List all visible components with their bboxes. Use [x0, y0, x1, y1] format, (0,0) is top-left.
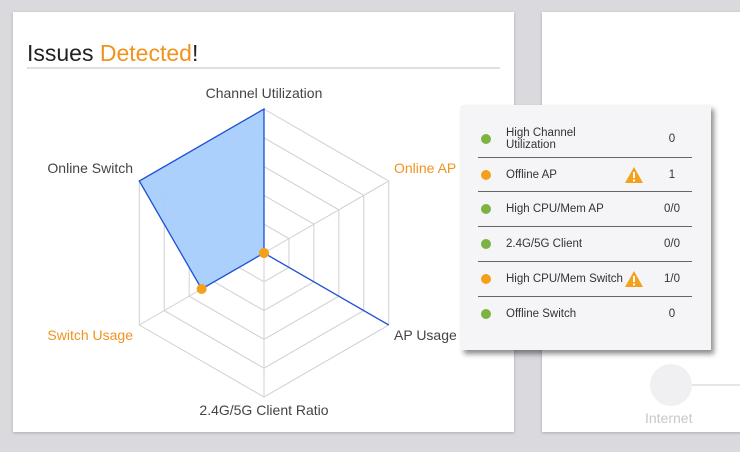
issue-value: 0 [668, 133, 676, 145]
issue-label: High CPU/Mem AP [506, 203, 604, 216]
issue-label: 2.4G/5G Client [506, 238, 583, 251]
issue-label: Offline Switch [506, 307, 577, 320]
warning-icon [625, 270, 643, 287]
globe-icon [650, 364, 692, 406]
issue-row[interactable]: High CPU/Mem Switch 1/0 [478, 260, 692, 296]
warning-icon [625, 166, 643, 183]
issue-value: 0/0 [664, 203, 680, 216]
status-dot-icon [481, 239, 491, 250]
status-dot-icon [481, 204, 491, 215]
radar-axis-label: Channel Utilization [206, 85, 323, 101]
radar-axis-label: AP Usage [394, 327, 457, 343]
card-title: Issues Detected! [27, 40, 199, 66]
connection-line [692, 384, 740, 386]
issue-row[interactable]: Offline Switch 0 [478, 295, 692, 331]
radar-axis-label: Online Switch [47, 160, 133, 176]
internet-label: Internet [645, 410, 693, 426]
issues-popup: High Channel Utilization 0 Offline AP 1 … [461, 105, 711, 350]
issue-value: 0/0 [664, 238, 680, 251]
status-dot-icon [481, 169, 491, 180]
status-dot-icon [481, 134, 491, 144]
title-divider [27, 67, 500, 69]
radar-axis-label: Online AP [394, 160, 456, 176]
status-dot-icon [481, 273, 491, 284]
issue-value: 1/0 [664, 272, 680, 285]
radar-axis [263, 180, 389, 254]
issue-label: High Channel Utilization [506, 127, 576, 151]
issue-row[interactable]: High CPU/Mem AP 0/0 [478, 191, 692, 226]
radar-point [196, 284, 207, 294]
issue-value: 1 [668, 168, 676, 181]
issue-row[interactable]: Offline AP 1 [478, 156, 692, 192]
issue-row[interactable]: High Channel Utilization 0 [478, 122, 692, 156]
issue-row[interactable]: 2.4G/5G Client 0/0 [478, 226, 692, 261]
radar-axis-label: Switch Usage [47, 327, 133, 343]
radar-axis-label: 2.4G/5G Client Ratio [199, 402, 328, 418]
issue-label: Offline AP [506, 168, 557, 181]
issue-label: High CPU/Mem Switch [506, 272, 623, 285]
radar-point [259, 248, 269, 258]
issue-value: 0 [668, 307, 676, 320]
status-dot-icon [481, 308, 491, 319]
